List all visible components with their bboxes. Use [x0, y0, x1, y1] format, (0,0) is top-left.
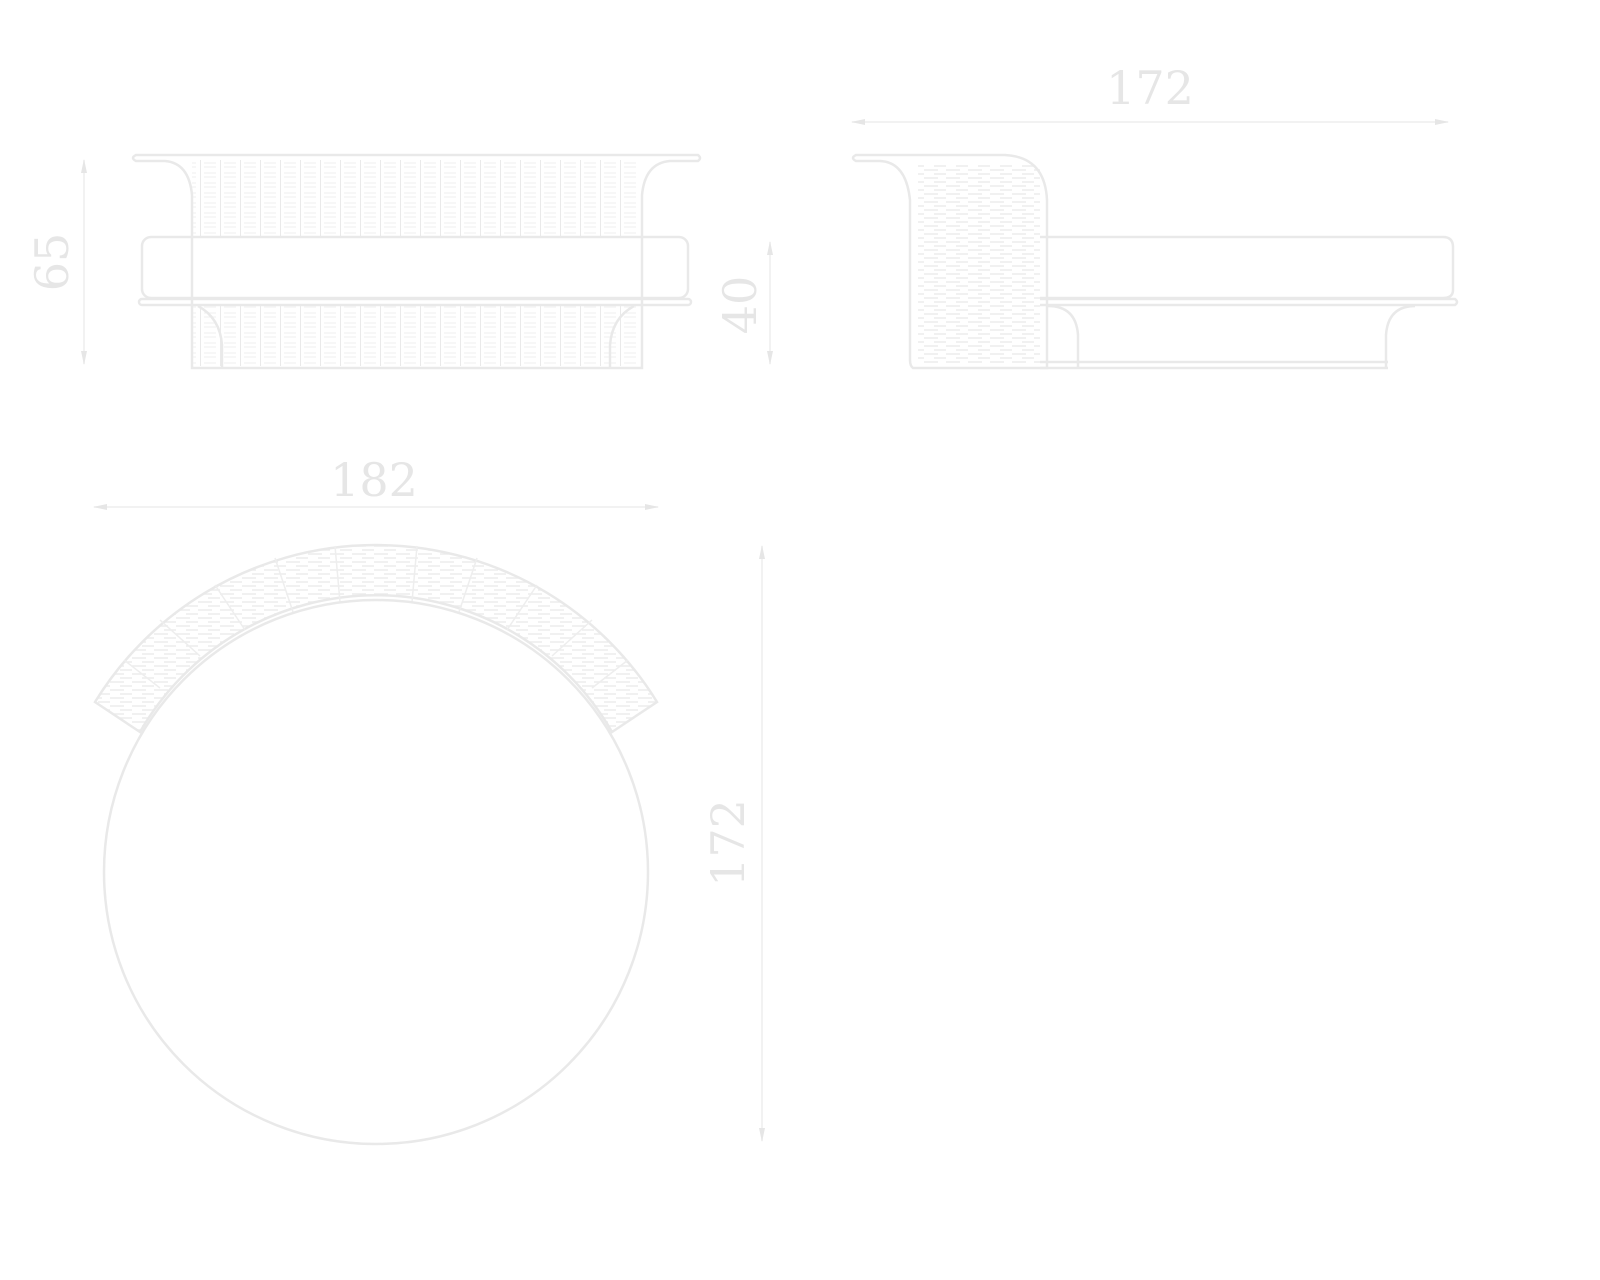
top-backrest-dividers [123, 545, 629, 689]
top-backrest [93, 543, 659, 734]
side-rail [1040, 297, 1459, 307]
front-frame [131, 153, 702, 370]
side-legs [1040, 304, 1416, 370]
front-legs [197, 304, 635, 368]
dimension-label-182: 182 [330, 453, 418, 507]
top-seat-circle [102, 598, 650, 1146]
side-cushion [1040, 235, 1455, 300]
top-view [93, 543, 659, 1146]
dimension-top-depth: 172 [701, 545, 765, 1142]
front-wicker-upper [192, 160, 640, 236]
dimension-label-65: 65 [25, 233, 79, 292]
dimension-side-seat-height: 40 [713, 241, 773, 365]
side-back-frame [851, 153, 1049, 370]
dimension-front-height: 65 [25, 159, 87, 365]
dimension-label-172-top: 172 [1106, 61, 1194, 115]
dimension-side-length: 172 [851, 61, 1449, 125]
dimension-label-172-side: 172 [701, 799, 755, 887]
front-view [131, 153, 702, 370]
front-rail [137, 297, 693, 307]
front-wicker-lower [192, 306, 640, 366]
side-view [851, 153, 1459, 370]
side-wicker [918, 165, 1040, 365]
dimension-top-width: 182 [93, 453, 659, 510]
front-cushion [140, 235, 690, 300]
dimension-label-40: 40 [713, 276, 767, 335]
